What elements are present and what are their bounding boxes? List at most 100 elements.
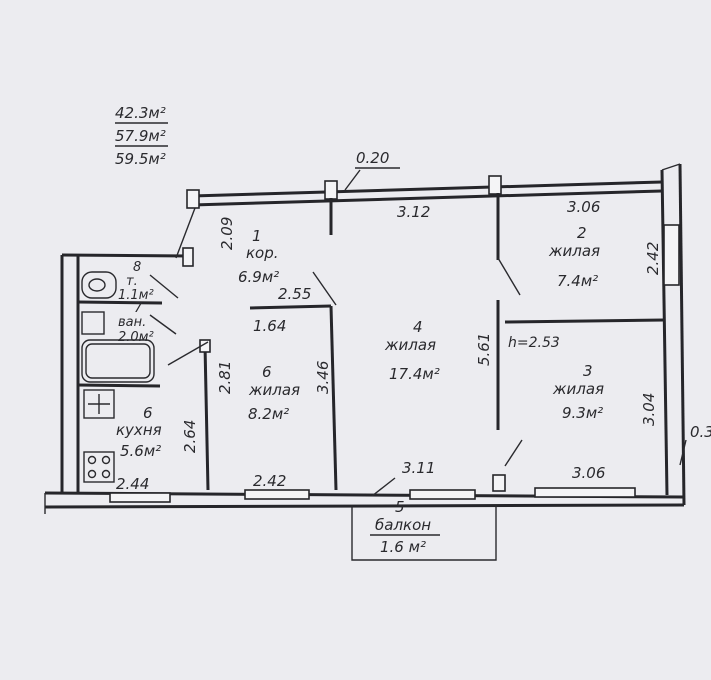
stove-icon [83, 451, 115, 483]
room-4: 4 жилая 17.4м² [384, 318, 440, 383]
walls [44, 163, 686, 514]
room-area: 6.9м² [238, 268, 279, 286]
dim-2-44: 2.44 [116, 475, 149, 493]
partition-room6-top [249, 304, 332, 310]
room-number: 8 [133, 260, 141, 275]
dim-2-09: 2.09 [218, 217, 236, 250]
fixtures [81, 271, 155, 483]
room-balcony: 5 балкон 1.6 м² [370, 498, 440, 556]
dim-3-11: 3.11 [402, 459, 435, 477]
area-total: 59.5м² [115, 150, 166, 168]
pier-room3-bottom [492, 474, 506, 492]
door-wc [149, 274, 179, 299]
window-room2 [663, 224, 680, 286]
door-kitchen [167, 341, 209, 366]
dim-3-04: 3.04 [640, 393, 658, 426]
dim-2-81: 2.81 [216, 361, 234, 394]
room-number: 6 [262, 363, 272, 381]
wall-pier-mid [324, 180, 338, 200]
dim-3-12: 3.12 [397, 203, 430, 221]
room-number: 6 [143, 404, 153, 422]
room-kitchen: 6 кухня 5.6м² [116, 404, 162, 460]
dim-0-3-leader [679, 439, 687, 466]
room-number: 7 [134, 301, 143, 316]
room-name: кухня [116, 421, 162, 439]
bathtub-inner-icon [85, 343, 151, 379]
wall-pier-right [488, 175, 502, 195]
bathtub-icon [81, 339, 155, 383]
dim-2-64: 2.64 [181, 420, 199, 453]
stove-burner-3 [87, 469, 97, 479]
room-area: 1.6 м² [380, 538, 426, 556]
dim-2-42-bottom: 2.42 [253, 472, 286, 490]
dim-1-64: 1.64 [253, 317, 286, 335]
area-summary: 42.3м² 57.9м² 59.5м² [115, 104, 168, 168]
stove-burner-1 [87, 455, 97, 465]
toilet-bowl-icon [88, 278, 106, 292]
room-name: ван. [118, 315, 146, 330]
door-entrance [175, 207, 196, 259]
partition-room2-room3 [504, 318, 665, 324]
room-name: т. [126, 274, 138, 289]
room-2: 2 жилая 7.4м² [548, 224, 600, 290]
partition-wc-bath [77, 300, 163, 305]
dim-3-06-bottom: 3.06 [572, 464, 605, 482]
dimension-labels: 0.20 3.12 3.06 2.09 2.42 2.55 1.64 5.61 … [116, 149, 711, 497]
dim-3-46: 3.46 [314, 361, 332, 394]
dim-3-06-top: 3.06 [567, 198, 600, 216]
dim-0-20-top: 0.20 [356, 149, 389, 167]
area-living: 42.3м² [115, 104, 166, 122]
balcony-outline [351, 505, 497, 561]
balcony [351, 505, 497, 561]
room-number: 2 [577, 224, 587, 242]
wet-zone-top [61, 253, 191, 258]
kitchen-sink-icon [83, 389, 115, 419]
door-bath [149, 314, 177, 335]
window-kitchen [109, 492, 171, 503]
room-area: 17.4м² [389, 365, 440, 383]
dim-2-42-right: 2.42 [644, 242, 662, 275]
doors [149, 207, 523, 467]
room-area: 8.2м² [248, 405, 289, 423]
room-number: 3 [583, 362, 593, 380]
partition-bath-kitchen [77, 383, 161, 388]
partition-kitchen-room6 [203, 344, 210, 491]
room-bath: 7 ван. 2.0м² [118, 301, 154, 345]
dim-3-11-leader [371, 477, 396, 497]
room-number: 5 [395, 498, 405, 516]
stove-burner-2 [101, 455, 111, 465]
partition-room6-room4 [329, 305, 338, 491]
window-room3 [534, 487, 636, 498]
ceiling-height: h=2.53 [508, 335, 560, 351]
top-wall-inner [191, 189, 663, 207]
room-area: 5.6м² [120, 442, 161, 460]
room-area: 9.3м² [562, 404, 603, 422]
stove-burner-4 [101, 469, 111, 479]
room-corridor: 1 кор. 6.9м² [238, 227, 279, 286]
sink-icon [81, 311, 105, 335]
area-useful: 57.9м² [115, 127, 166, 145]
wet-zone-pier [182, 247, 194, 267]
door-room3 [504, 439, 523, 467]
room-wc: 8 т. 1.1м² [118, 260, 154, 303]
dim-0-3-edge: 0.3 [690, 423, 711, 441]
room-3: 3 жилая 9.3м² [552, 362, 604, 422]
toilet-icon [81, 271, 117, 299]
room-name: кор. [246, 244, 279, 262]
room-area: 7.4м² [557, 272, 598, 290]
room-name: жилая [552, 380, 604, 398]
room-name: жилая [384, 336, 436, 354]
dim-2-55: 2.55 [278, 285, 311, 303]
room-name: жилая [248, 381, 300, 399]
window-room4 [409, 489, 476, 500]
wall-pier-left [186, 189, 200, 209]
window-room6 [244, 489, 310, 500]
right-wall-inner [660, 169, 669, 496]
dim-5-61: 5.61 [475, 333, 493, 366]
room-area: 2.0м² [118, 330, 154, 345]
room-name: жилая [548, 242, 600, 260]
dim-0-20-leader [344, 169, 361, 191]
room-number: 1 [252, 227, 262, 245]
door-room6 [312, 271, 337, 306]
